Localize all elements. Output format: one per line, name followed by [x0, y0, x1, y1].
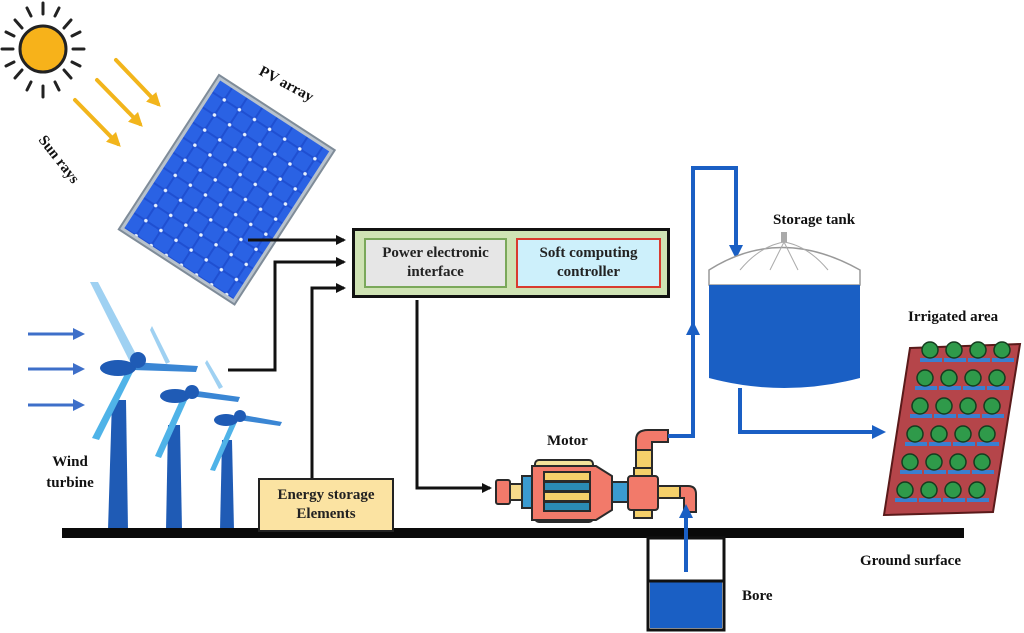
- bore-label: Bore: [742, 588, 773, 604]
- energy-storage-label-line1: Energy storage: [277, 487, 375, 503]
- plant-icon: [943, 481, 965, 502]
- plant-icon: [967, 481, 989, 502]
- sun-rays-label: Sun rays: [35, 133, 82, 187]
- power-electronic-interface-box: Power electronic interface: [364, 238, 507, 288]
- water-pipes: [668, 166, 886, 572]
- motor-label: Motor: [547, 433, 588, 449]
- plant-icon: [987, 369, 1009, 390]
- plant-icon: [934, 397, 956, 418]
- wind-turbine-label-line1: Wind: [52, 454, 88, 470]
- storage-tank-icon: [708, 232, 861, 388]
- plant-icon: [982, 397, 1004, 418]
- power-electronic-label-line1: Power electronic: [382, 245, 489, 261]
- sun-rays-icon: [73, 58, 161, 147]
- plant-icon: [968, 341, 990, 362]
- plant-icon: [920, 341, 942, 362]
- wind-to-controller-arrow: [228, 257, 346, 372]
- plant-icon: [910, 397, 932, 418]
- pv-array-panel: [117, 73, 337, 306]
- sun-icon: [0, 1, 86, 99]
- controller-to-motor-arrow: [415, 300, 492, 493]
- power-connectors: [228, 235, 492, 493]
- plant-icon: [895, 481, 917, 502]
- irrigated-area-field: [882, 341, 1022, 517]
- plant-icon: [963, 369, 985, 390]
- plant-icon: [915, 369, 937, 390]
- riser-to-tank-arrow: [691, 166, 743, 325]
- energy-storage-label-line2: Elements: [296, 506, 356, 522]
- wind-turbine-label-line2: turbine: [46, 475, 94, 491]
- plant-icon: [900, 453, 922, 474]
- power-electronic-label-line2: interface: [407, 264, 464, 280]
- plant-icon: [905, 425, 927, 446]
- ground-surface-label: Ground surface: [860, 553, 961, 569]
- energy-storage-box: Energy storage Elements: [258, 478, 394, 532]
- pump-to-riser-pipe: [668, 335, 695, 438]
- plant-icon: [972, 453, 994, 474]
- irrigated-area-label: Irrigated area: [908, 309, 999, 325]
- soft-computing-controller-box: Soft computing controller: [516, 238, 661, 288]
- plant-icon: [948, 453, 970, 474]
- wind-arrows-icon: [28, 328, 85, 411]
- plant-icon: [919, 481, 941, 502]
- storage-tank-label: Storage tank: [773, 212, 856, 228]
- soft-computing-label-line1: Soft computing: [539, 245, 638, 261]
- tank-to-field-arrow: [738, 388, 886, 439]
- soft-computing-label-line2: controller: [556, 264, 621, 280]
- plant-icon: [992, 341, 1014, 362]
- storage-to-controller-arrow: [310, 283, 346, 478]
- plant-icon: [977, 425, 999, 446]
- plant-icon: [939, 369, 961, 390]
- motor-pump-icon: [495, 429, 697, 523]
- plant-icon: [924, 453, 946, 474]
- plant-icon: [953, 425, 975, 446]
- ground-surface-line: [62, 528, 964, 538]
- plant-icon: [958, 397, 980, 418]
- wind-turbine-icon: [90, 282, 282, 530]
- pv-array-label: PV array: [256, 63, 316, 105]
- plant-icon: [929, 425, 951, 446]
- plant-icon: [944, 341, 966, 362]
